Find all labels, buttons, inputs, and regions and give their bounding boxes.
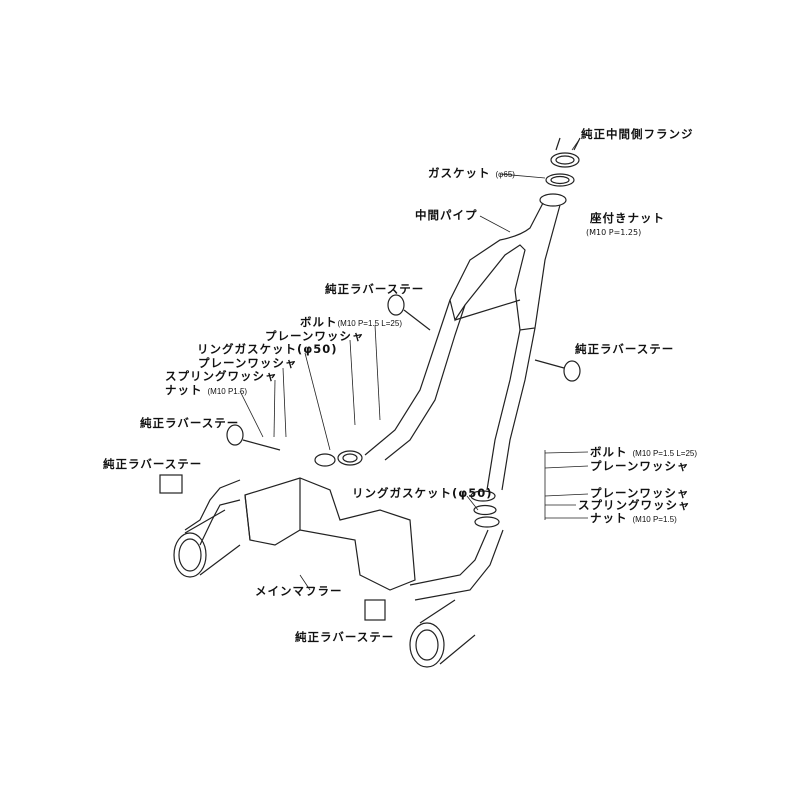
label-flange: 純正中間側フランジ (581, 127, 694, 141)
nut-name: ナット (590, 511, 628, 525)
label-stay-bottom: 純正ラバーステー (295, 630, 395, 644)
bolt-name: ボルト (590, 445, 628, 459)
gasket-spec: (φ65) (495, 170, 515, 179)
tailpipe-right (409, 599, 476, 668)
gasket-name: ガスケット (428, 166, 491, 180)
rubber-stays (159, 294, 581, 621)
label-ring-gasket-right: リングガスケット(φ50) (352, 486, 493, 500)
main-muffler-part (184, 477, 416, 591)
label-bolt-right: ボルト (M10 P=1.5 L=25) (590, 446, 697, 460)
flange-part (550, 137, 581, 168)
label-ring-gasket-left: リングガスケット(φ50) (197, 342, 338, 356)
label-spring-washer-left: スプリングワッシャ (165, 369, 278, 383)
label-nut-left: ナット (M10 P1.5) (165, 384, 247, 398)
label-washer-right-b: プレーンワッシャ (590, 486, 690, 500)
label-stay-left-a: 純正ラバーステー (140, 416, 240, 430)
label-mid-pipe: 中間パイプ (415, 208, 478, 222)
bolt-spec: (M10 P=1.5 L=25) (632, 449, 697, 458)
leader-lines (239, 139, 589, 591)
label-seat-nut: 座付きナット (590, 211, 665, 225)
label-washer-left-b: プレーンワッシャ (198, 356, 298, 370)
nut-spec: (M10 P=1.5) (632, 515, 677, 524)
nut-name: ナット (165, 383, 203, 397)
label-stay-left-b: 純正ラバーステー (103, 457, 203, 471)
label-washer-right-a: プレーンワッシャ (590, 459, 690, 473)
label-spring-washer-right: スプリングワッシャ (578, 498, 691, 512)
bolt-name: ボルト (300, 315, 338, 329)
label-gasket-65: ガスケット (φ65) (428, 167, 515, 181)
label-washer-left-a: プレーンワッシャ (265, 329, 365, 343)
label-nut-right: ナット (M10 P=1.5) (590, 512, 677, 526)
gasket-65-part (545, 173, 575, 187)
nut-spec: (M10 P1.5) (207, 387, 248, 396)
label-bolt-left: ボルト(M10 P=1.5 L=25) (300, 316, 402, 330)
bolt-spec: (M10 P=1.5 L=25) (337, 319, 402, 328)
label-seat-nut-spec: (M10 P=1.25) (586, 228, 642, 237)
label-stay-top: 純正ラバーステー (325, 282, 425, 296)
mid-pipe-part (364, 193, 567, 601)
tailpipe-left (173, 509, 241, 578)
ring-gasket-part (314, 450, 500, 528)
label-stay-right: 純正ラバーステー (575, 342, 675, 356)
label-main-muffler: メインマフラー (255, 584, 343, 598)
